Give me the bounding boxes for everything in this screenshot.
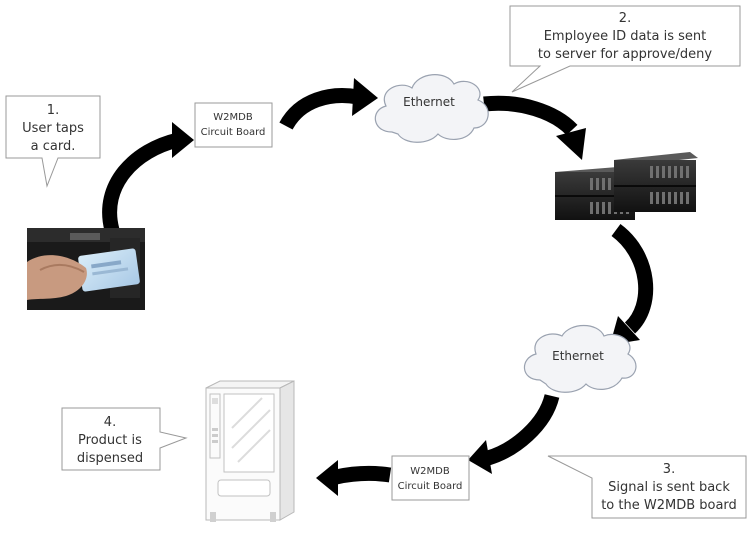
callout-3-line-2: to the W2MDB board bbox=[601, 498, 737, 513]
arrow-server-to-ethernet bbox=[610, 223, 654, 345]
callout-2-line-1: Employee ID data is sent bbox=[544, 29, 707, 44]
server-rack-icon bbox=[555, 152, 698, 220]
arrow-board-to-ethernet bbox=[279, 78, 378, 130]
callout-1-line-2: a card. bbox=[31, 139, 76, 154]
callout-4-line-2: dispensed bbox=[77, 451, 143, 466]
card-tap-photo-icon bbox=[27, 228, 145, 310]
callout-4-line-1: Product is bbox=[78, 433, 142, 448]
callout-3-number: 3. bbox=[663, 462, 675, 477]
arrow-ethernet-to-board bbox=[468, 393, 560, 474]
callout-4-number: 4. bbox=[104, 415, 116, 430]
w2mdb-board-bottom: W2MDB Circuit Board bbox=[391, 455, 470, 501]
ethernet-top-label: Ethernet bbox=[403, 95, 455, 109]
arrow-board-to-machine bbox=[316, 460, 392, 496]
ethernet-cloud-top: Ethernet bbox=[374, 74, 489, 143]
callout-1-number: 1. bbox=[47, 103, 59, 118]
callout-step-4: 4. Product is dispensed bbox=[61, 407, 188, 471]
callout-1-line-1: User taps bbox=[22, 121, 84, 136]
board-top-line-2: Circuit Board bbox=[201, 127, 266, 138]
callout-step-2: 2. Employee ID data is sent to server fo… bbox=[509, 5, 741, 93]
vending-machine-icon bbox=[205, 380, 295, 522]
board-bottom-line-2: Circuit Board bbox=[398, 481, 463, 492]
ethernet-cloud-bottom: Ethernet bbox=[523, 324, 637, 393]
callout-step-3: 3. Signal is sent back to the W2MDB boar… bbox=[547, 455, 747, 519]
callout-step-1: 1. User taps a card. bbox=[5, 95, 101, 188]
ethernet-cloud-icon bbox=[374, 74, 489, 143]
board-top-line-1: W2MDB bbox=[213, 112, 253, 123]
callout-2-line-2: to server for approve/deny bbox=[538, 47, 713, 62]
arrow-card-to-board bbox=[102, 122, 194, 232]
board-bottom-line-1: W2MDB bbox=[410, 466, 450, 477]
w2mdb-board-top: W2MDB Circuit Board bbox=[194, 102, 273, 148]
callout-2-number: 2. bbox=[619, 11, 631, 26]
arrow-ethernet-to-server bbox=[483, 95, 586, 160]
ethernet-bottom-label: Ethernet bbox=[552, 349, 604, 363]
callout-3-line-1: Signal is sent back bbox=[608, 480, 730, 495]
ethernet-cloud-icon bbox=[523, 324, 637, 393]
